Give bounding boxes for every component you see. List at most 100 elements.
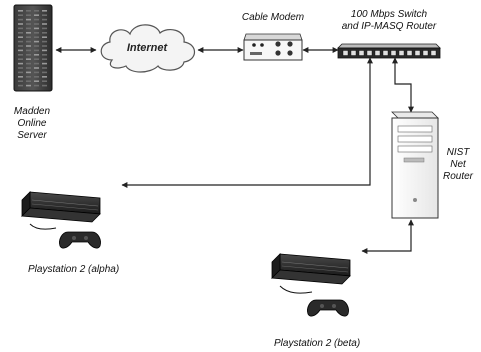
server-led xyxy=(34,58,39,60)
server-led xyxy=(42,32,47,34)
server-led xyxy=(34,76,39,78)
switch-port xyxy=(430,50,437,56)
server-led xyxy=(42,84,47,87)
server-led xyxy=(34,80,39,82)
server-led xyxy=(34,23,39,25)
switch-label-line-1: 100 Mbps Switch xyxy=(350,9,428,20)
server-led xyxy=(26,54,31,56)
server-led xyxy=(18,67,23,69)
server-led xyxy=(34,40,39,43)
server-led xyxy=(18,71,23,74)
modem-label: Cable Modem xyxy=(241,12,305,23)
server-led xyxy=(18,80,23,82)
server-led xyxy=(18,32,23,34)
server-led xyxy=(34,54,39,56)
server-led xyxy=(26,76,31,78)
server-led xyxy=(42,76,47,78)
server-led xyxy=(42,49,47,52)
server-led xyxy=(34,32,39,34)
nist-label-line-1: NIST xyxy=(446,147,470,158)
switch-port xyxy=(382,50,389,56)
network-switch-icon xyxy=(337,43,441,59)
server-led xyxy=(42,18,47,21)
server-led xyxy=(42,45,47,47)
server-led xyxy=(42,80,47,82)
server-label-line-3: Server xyxy=(17,130,47,141)
link-nist-ps2-beta xyxy=(361,219,414,254)
server-led xyxy=(42,10,47,12)
nist-router-label: NIST Net Router xyxy=(440,147,476,183)
server-led xyxy=(42,40,47,43)
server-led xyxy=(18,23,23,25)
server-led xyxy=(34,14,39,16)
server-label-line-2: Online xyxy=(17,118,47,129)
server-led xyxy=(34,84,39,87)
switch-label-line-2: and IP-MASQ Router xyxy=(341,21,437,32)
server-led xyxy=(18,14,23,16)
server-led xyxy=(42,62,47,65)
server-led xyxy=(34,62,39,65)
internet-label: Internet xyxy=(127,42,169,54)
server-led xyxy=(26,71,31,74)
server-label-line-1: Madden xyxy=(13,106,51,117)
ps2-beta-label: Playstation 2 (beta) xyxy=(274,338,361,349)
server-led xyxy=(34,71,39,74)
switch-port xyxy=(366,50,373,56)
server-led xyxy=(26,40,31,43)
server-led xyxy=(18,40,23,43)
switch-label: 100 Mbps Switch and IP-MASQ Router xyxy=(330,9,448,33)
server-led xyxy=(26,45,31,47)
cloud-icon: Internet xyxy=(100,24,196,73)
server-led xyxy=(42,58,47,60)
server-led xyxy=(26,49,31,52)
server-led xyxy=(18,84,23,87)
switch-port xyxy=(350,50,357,56)
server-led xyxy=(18,36,23,38)
server-led xyxy=(18,62,23,65)
server-led xyxy=(26,14,31,16)
server-label: Madden Online Server xyxy=(6,106,58,142)
switch-port xyxy=(414,50,421,56)
connection-lines xyxy=(55,47,414,254)
pc-tower-icon xyxy=(391,111,439,219)
switch-port xyxy=(422,50,429,56)
server-led xyxy=(26,27,31,30)
server-led xyxy=(34,49,39,52)
server-led xyxy=(18,76,23,78)
server-led xyxy=(34,18,39,21)
switch-port xyxy=(390,50,397,56)
server-led xyxy=(42,54,47,56)
server-led xyxy=(18,18,23,21)
server-led xyxy=(42,23,47,25)
switch-port xyxy=(374,50,381,56)
nist-label-line-2: Net xyxy=(450,159,466,170)
server-led xyxy=(26,62,31,65)
switch-port xyxy=(358,50,365,56)
server-led xyxy=(18,49,23,52)
server-led xyxy=(26,67,31,69)
server-led xyxy=(42,27,47,30)
server-led xyxy=(26,32,31,34)
server-led xyxy=(18,10,23,12)
server-led xyxy=(42,67,47,69)
server-led xyxy=(34,36,39,38)
server-led xyxy=(26,84,31,87)
server-led-grid xyxy=(18,10,47,87)
server-led xyxy=(26,58,31,60)
server-led xyxy=(42,36,47,38)
server-led xyxy=(18,45,23,47)
server-led xyxy=(34,67,39,69)
server-led xyxy=(34,27,39,30)
nist-label-line-3: Router xyxy=(442,171,473,182)
server-led xyxy=(18,54,23,56)
server-led xyxy=(26,10,31,12)
ps2-alpha-label: Playstation 2 (alpha) xyxy=(28,264,120,275)
server-led xyxy=(18,58,23,60)
server-led xyxy=(42,71,47,74)
server-led xyxy=(26,36,31,38)
server-led xyxy=(26,80,31,82)
link-switch-ps2-alpha xyxy=(121,57,373,188)
switch-port xyxy=(406,50,413,56)
